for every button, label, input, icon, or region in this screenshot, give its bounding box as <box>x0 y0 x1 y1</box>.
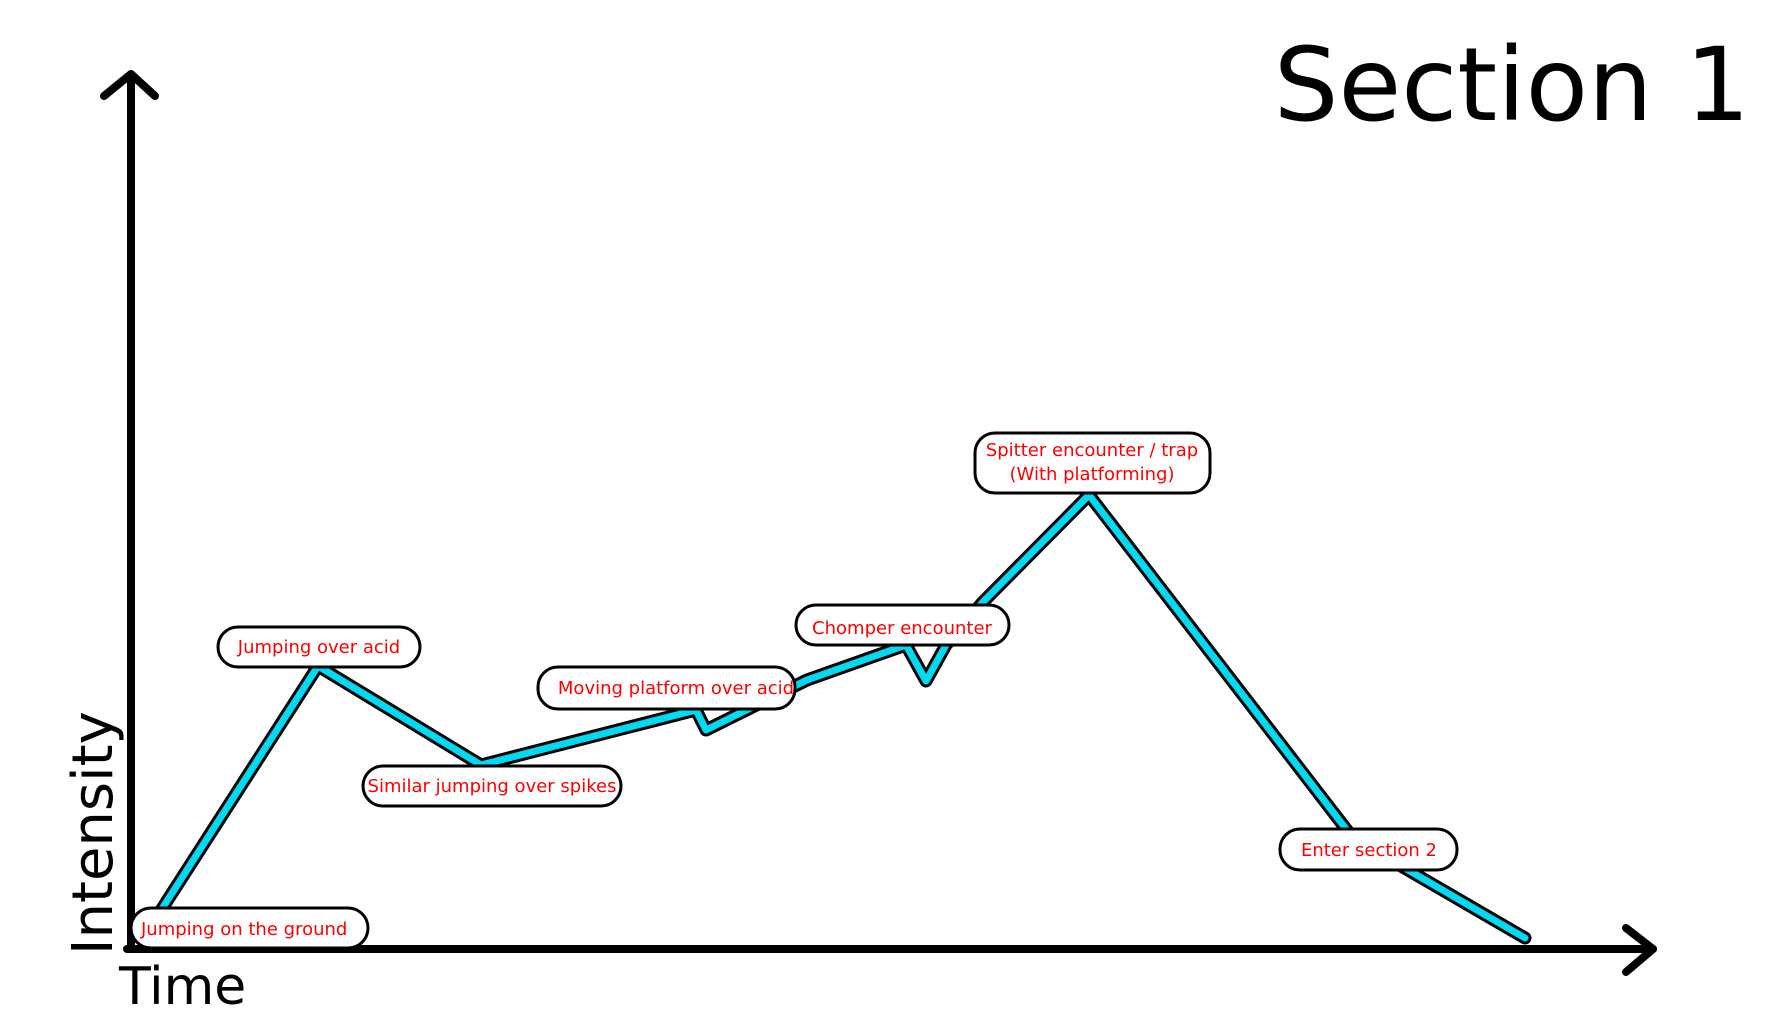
y-axis-arrow-icon <box>100 70 159 100</box>
label-text-line-2: (With platforming) <box>1010 464 1175 485</box>
label-text: Jumping over acid <box>237 637 400 658</box>
label-text: Moving platform over acid <box>558 678 794 699</box>
event-label-similar-jumping-over-spikes: Similar jumping over spikes <box>361 764 623 808</box>
curve-line <box>154 491 1529 942</box>
curve-outline <box>151 488 1532 945</box>
label-box <box>536 665 797 711</box>
x-axis-arrow-icon <box>1622 924 1657 976</box>
axes <box>100 70 1657 976</box>
diagram-title: Section 1 <box>1274 26 1750 145</box>
label-text: Similar jumping over spikes <box>368 776 617 797</box>
event-label-chomper-encounter: Chomper encounter <box>794 603 1011 647</box>
event-label-jumping-over-acid: Jumping over acid <box>216 625 422 669</box>
label-box <box>361 764 623 808</box>
label-text: Enter section 2 <box>1301 840 1437 861</box>
label-box <box>129 906 370 950</box>
event-label-spitter-encounter: Spitter encounter / trap (With platformi… <box>973 431 1212 495</box>
x-axis-label: Time <box>118 957 246 1017</box>
event-label-jumping-on-the-ground: Jumping on the ground <box>129 906 370 950</box>
label-text-line-1: Spitter encounter / trap <box>986 440 1198 461</box>
label-text: Chomper encounter <box>812 618 992 639</box>
intensity-curve <box>151 488 1532 945</box>
event-label-enter-section-2: Enter section 2 <box>1278 827 1459 872</box>
label-box <box>216 625 422 669</box>
label-box <box>794 603 1011 647</box>
label-box <box>1278 827 1459 872</box>
event-label-moving-platform-over-acid: Moving platform over acid <box>536 665 797 711</box>
y-axis-label: Intensity <box>61 711 126 955</box>
label-box <box>973 431 1212 495</box>
label-text: Jumping on the ground <box>140 919 347 940</box>
